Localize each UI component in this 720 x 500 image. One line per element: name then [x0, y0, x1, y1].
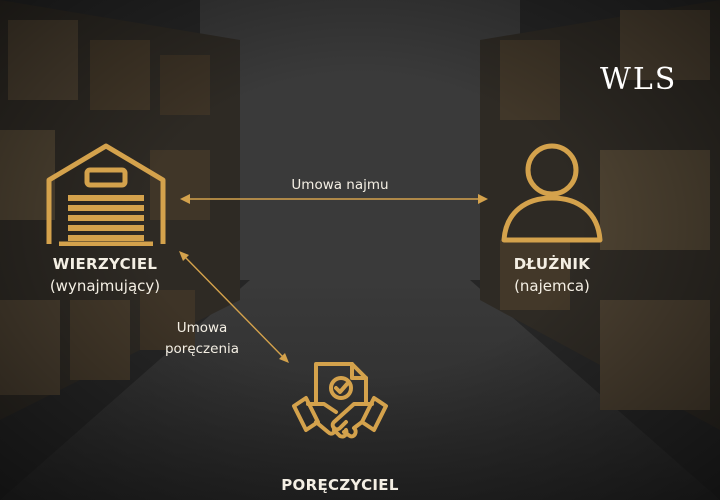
guarantor-title: PORĘCZYCIEL: [281, 476, 399, 494]
debtor-subtitle: (najemca): [514, 277, 590, 295]
surety-label-line2: poręczenia: [164, 341, 240, 357]
handshake-document-icon: [292, 362, 388, 439]
surety-label-line1: Umowa: [176, 320, 228, 336]
surety-arrow: [179, 251, 289, 363]
lease-label: Umowa najmu: [291, 177, 389, 193]
warehouse-icon: [46, 143, 166, 246]
debtor-title: DŁUŻNIK: [513, 255, 591, 273]
lease-arrow: [180, 194, 488, 204]
brand-logo: WLS: [600, 62, 678, 97]
person-icon: [501, 143, 603, 243]
creditor-title: WIERZYCIEL: [52, 255, 158, 273]
creditor-subtitle: (wynajmujący): [49, 277, 161, 295]
